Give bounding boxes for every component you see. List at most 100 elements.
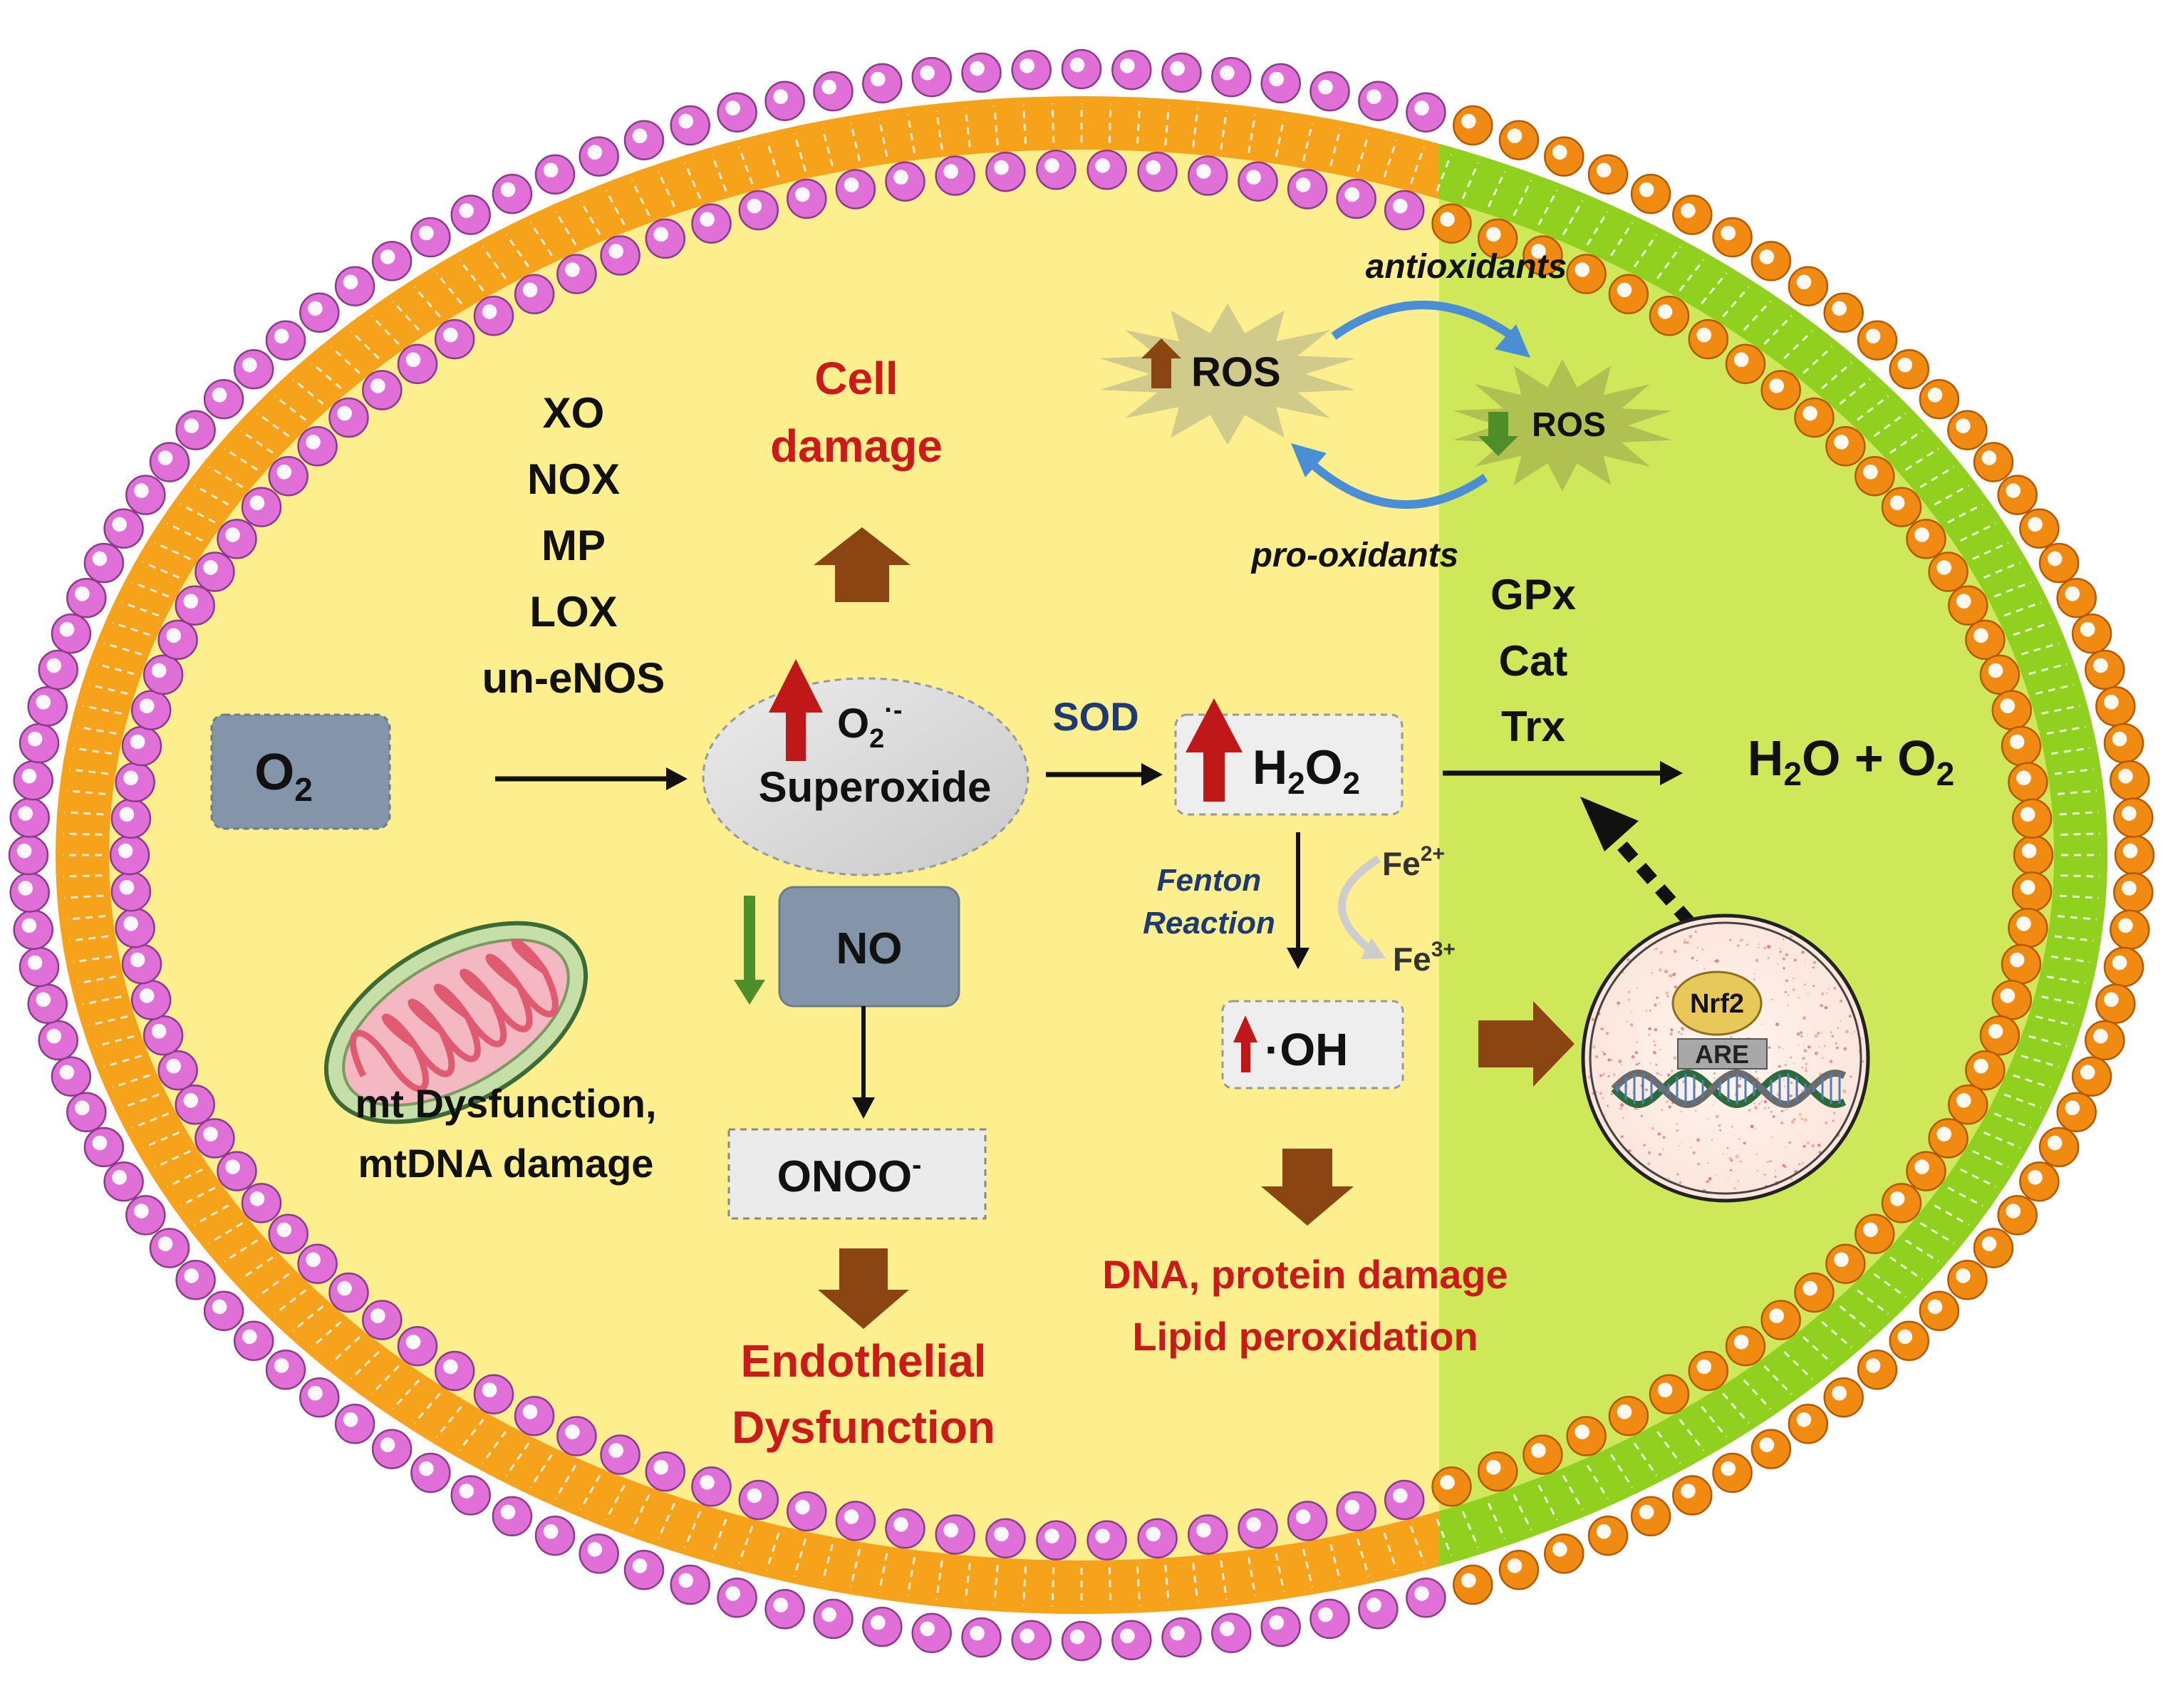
tail-line	[370, 315, 400, 345]
lipid-head-highlight	[2093, 658, 2108, 673]
speckle	[1768, 1046, 1771, 1049]
lipid-head-highlight	[1170, 61, 1185, 76]
source-nox: NOX	[527, 455, 620, 503]
tail-line	[935, 110, 943, 150]
lipid-head-highlight	[1120, 1628, 1135, 1644]
cycle-arrow-top-head	[1495, 324, 1530, 358]
tail-line	[1302, 123, 1314, 162]
lipid-head-highlight	[59, 1065, 75, 1080]
o2-box-shape	[210, 713, 391, 830]
tail-line	[1461, 162, 1480, 200]
tail-line	[274, 395, 307, 421]
mito-line1: mt Dysfunction,	[355, 1081, 656, 1126]
tail-line	[1821, 1320, 1852, 1349]
lipid-head-highlight	[1246, 1517, 1261, 1532]
endothelial-line1: Endothelial	[741, 1335, 987, 1387]
speckle	[1627, 958, 1630, 962]
nucleus-ring	[1589, 921, 1862, 1195]
lipid-head-highlight	[1936, 1127, 1951, 1142]
speckle	[1797, 996, 1800, 999]
speckle	[1632, 1092, 1634, 1094]
tail-line	[906, 114, 915, 153]
lipid-head-highlight	[1733, 1335, 1749, 1350]
lipid-head-highlight	[18, 806, 33, 821]
speckle	[1798, 1113, 1802, 1117]
speckle	[1790, 1119, 1795, 1124]
tail-line	[579, 1474, 601, 1511]
tail-line	[1164, 105, 1170, 145]
tail-line	[391, 1379, 420, 1410]
lipid-head-highlight	[1832, 1385, 1847, 1401]
speckle	[1790, 1178, 1793, 1181]
source-mp: MP	[541, 522, 606, 569]
lipid-head-highlight	[871, 1615, 886, 1630]
speckle	[1763, 946, 1767, 950]
lipid-head-highlight	[1617, 1404, 1632, 1419]
fe3-label: Fe3+	[1393, 938, 1456, 978]
membrane-tail-lines	[63, 103, 2100, 1607]
lipid-head-highlight	[2000, 698, 2016, 713]
speckle	[1607, 1058, 1611, 1062]
h2o2-node: H2O2	[1174, 698, 1404, 816]
lipid-head-highlight	[1889, 495, 1905, 510]
speckle	[1696, 960, 1698, 961]
speckle	[1788, 1141, 1791, 1144]
speckle	[1837, 1027, 1839, 1030]
lipid-head-highlight	[522, 1404, 538, 1419]
lipid-head-highlight	[1318, 1607, 1333, 1622]
speckle	[1620, 1135, 1624, 1139]
lipid-head-highlight	[1834, 1252, 1849, 1268]
lipid-head-highlight	[157, 450, 173, 465]
speckle	[1817, 1143, 1821, 1147]
products-formula: H2O + O2	[1748, 730, 1954, 792]
tail-line	[413, 286, 441, 318]
tail-line	[292, 1305, 324, 1332]
fe2-label: Fe2+	[1382, 842, 1445, 882]
speckle	[1728, 1156, 1732, 1160]
lipid-head-highlight	[608, 244, 623, 259]
lipid-head-highlight	[183, 1093, 199, 1108]
hydroxyl-box	[1221, 1000, 1404, 1090]
speckle	[1800, 1031, 1803, 1035]
speckle	[1659, 951, 1663, 955]
lipid-head-highlight	[2009, 952, 2025, 968]
lipid-head-highlight	[274, 1358, 289, 1373]
speckle	[1666, 1099, 1669, 1103]
tail-line	[274, 1289, 307, 1315]
lipid-head-highlight	[1721, 1461, 1736, 1476]
speckle	[1676, 1123, 1678, 1125]
lipid-head-highlight	[1981, 1236, 1997, 1251]
speckle	[1697, 1162, 1700, 1166]
speckle	[1767, 956, 1770, 960]
tail-line	[2021, 1055, 2060, 1068]
lipid-head-highlight	[225, 527, 240, 542]
lipid-head-highlight	[1344, 1499, 1360, 1515]
tail-line	[710, 154, 727, 192]
tail-line	[2041, 705, 2080, 715]
speckle	[1777, 963, 1779, 965]
tail-line	[1192, 108, 1199, 147]
speckle	[1643, 1144, 1646, 1147]
speckle	[1767, 945, 1771, 949]
speckle	[1645, 1010, 1647, 1012]
lipid-head-highlight	[1366, 1598, 1381, 1613]
tail-line	[605, 1484, 626, 1521]
tail-line	[1947, 1186, 1983, 1207]
tail-line	[1610, 222, 1634, 257]
are-label: ARE	[1695, 1040, 1749, 1069]
speckle	[1775, 1170, 1777, 1171]
speckle	[1763, 1100, 1768, 1104]
lipid-head-highlight	[700, 1475, 715, 1490]
lipid-head-highlight	[1044, 1528, 1059, 1543]
speckle	[1825, 1121, 1828, 1124]
speckle	[1823, 1045, 1826, 1047]
lipid-head-highlight	[203, 560, 218, 575]
tail-line	[1889, 430, 1924, 454]
membrane-inner-beads	[109, 150, 2054, 1561]
tail-line	[1220, 1560, 1228, 1600]
speckle	[1656, 996, 1659, 999]
lipid-head-highlight	[1146, 1526, 1161, 1542]
speckle	[1739, 1160, 1743, 1163]
speckle	[1804, 983, 1806, 985]
tail-line	[1873, 1273, 1907, 1298]
